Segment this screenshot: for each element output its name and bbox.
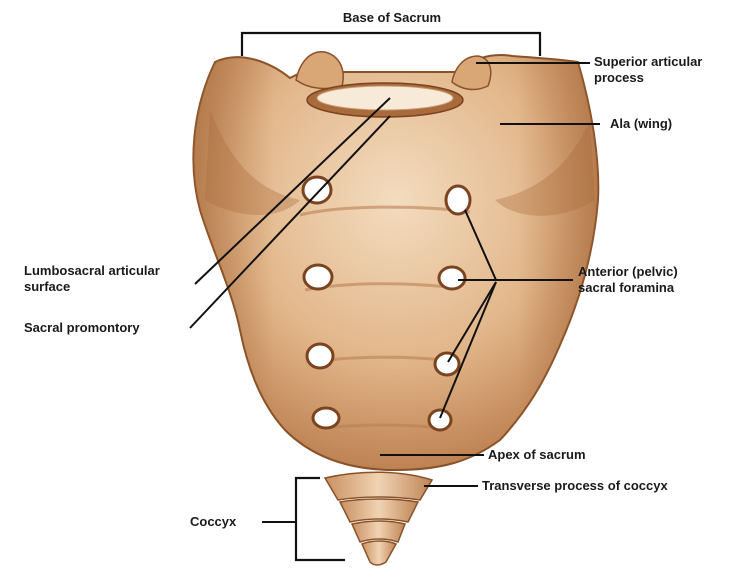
superior-articular-process-left <box>296 52 343 89</box>
label-superior-articular-process: Superior articular process <box>594 54 706 85</box>
foramen-right-2 <box>439 267 465 289</box>
label-base-of-sacrum: Base of Sacrum <box>343 10 441 25</box>
label-sacral-promontory: Sacral promontory <box>24 320 140 335</box>
label-lumbosacral-surface: Lumbosacral articular surface <box>24 263 163 294</box>
label-coccyx: Coccyx <box>190 514 237 529</box>
foramen-right-3 <box>435 353 459 375</box>
label-anterior-sacral-foramina: Anterior (pelvic) sacral foramina <box>578 264 681 295</box>
foramen-right-1 <box>446 186 470 214</box>
lumbosacral-surface-highlight <box>317 86 453 110</box>
foramen-left-3 <box>307 344 333 368</box>
coccyx-segment-3 <box>352 521 405 542</box>
coccyx-segment-1 <box>325 472 432 500</box>
coccyx-segment-4 <box>362 541 396 565</box>
foramen-right-4 <box>429 410 451 430</box>
superior-articular-process-right <box>452 56 491 89</box>
label-ala: Ala (wing) <box>610 116 672 131</box>
foramen-left-2 <box>304 265 332 289</box>
foramen-left-1 <box>303 177 331 203</box>
coccyx-segment-2 <box>340 499 418 522</box>
foramen-left-4 <box>313 408 339 428</box>
label-transverse-process-coccyx: Transverse process of coccyx <box>482 478 668 493</box>
coccyx-bone <box>325 472 432 565</box>
base-of-sacrum-bracket <box>242 33 540 56</box>
label-apex-of-sacrum: Apex of sacrum <box>488 447 586 462</box>
